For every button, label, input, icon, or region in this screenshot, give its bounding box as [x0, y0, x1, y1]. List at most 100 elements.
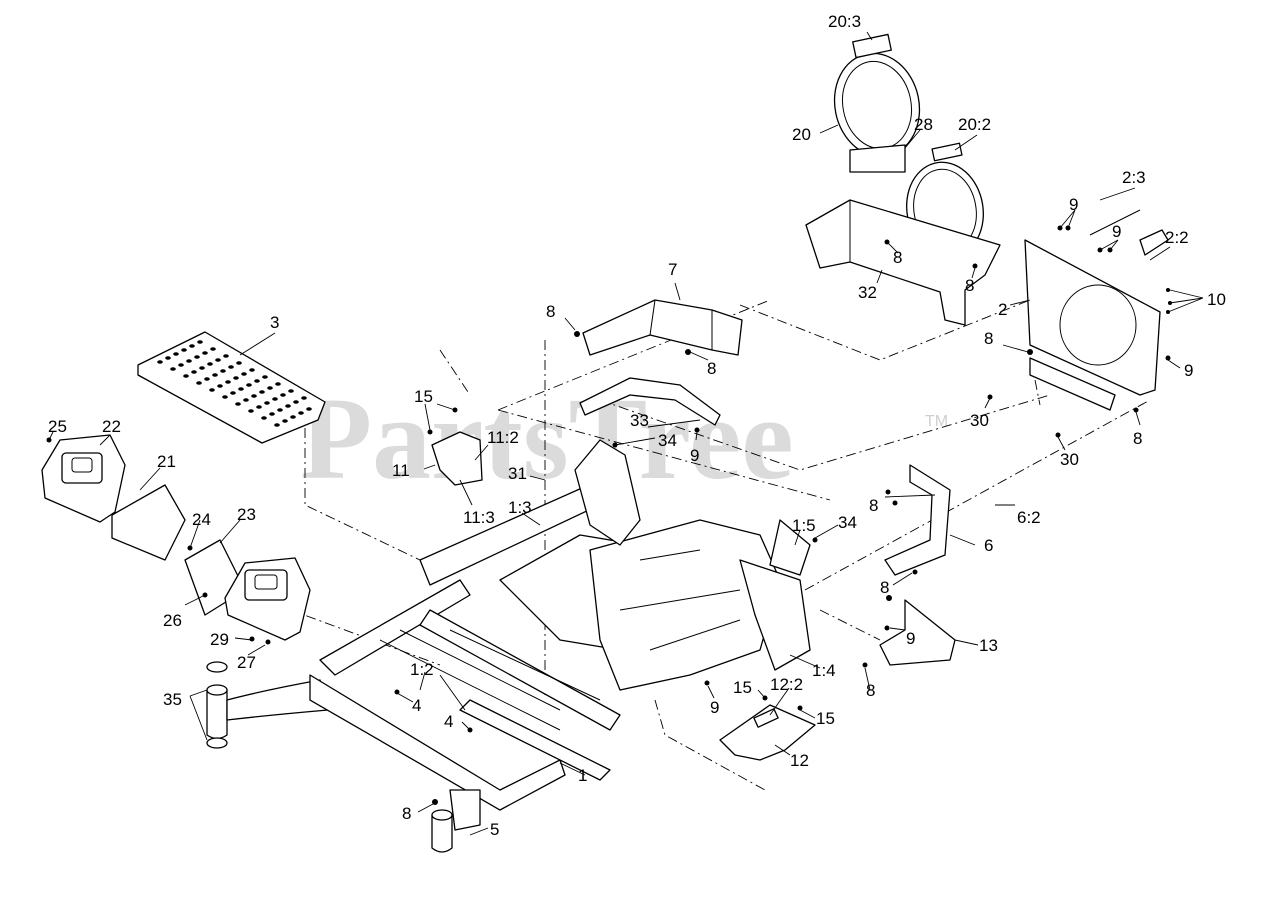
perforation-hole — [301, 396, 307, 400]
plate-part-21 — [111, 484, 186, 561]
callout-1-3: 1:3 — [508, 498, 532, 517]
callout-15-a: 15 — [414, 387, 433, 406]
perforation-hole — [249, 368, 255, 372]
callout-23: 23 — [237, 505, 256, 524]
perforation-hole — [228, 365, 234, 369]
bracket-part-11 — [431, 431, 483, 486]
callout-9-c: 9 — [1184, 361, 1193, 380]
callout-2: 2 — [998, 300, 1007, 319]
callout-28: 28 — [914, 115, 933, 134]
perforation-hole — [194, 355, 200, 359]
perforation-hole — [212, 373, 218, 377]
tube-part-35 — [206, 661, 228, 749]
callout-8-a: 8 — [893, 248, 902, 267]
perforation-hole — [277, 408, 283, 412]
callout-26: 26 — [163, 611, 182, 630]
perforation-hole — [165, 356, 171, 360]
callout-9-b: 9 — [1112, 222, 1121, 241]
callout-1-5: 1:5 — [792, 516, 816, 535]
perforation-hole — [196, 381, 202, 385]
perforation-hole — [238, 387, 244, 391]
perforation-hole — [275, 382, 281, 386]
perforation-hole — [267, 386, 273, 390]
callout-25: 25 — [48, 417, 67, 436]
perforation-hole — [202, 351, 208, 355]
callout-20-3: 20:3 — [828, 12, 861, 31]
perforation-hole — [248, 409, 254, 413]
callout-8-e: 8 — [984, 329, 993, 348]
callout-1-2: 1:2 — [410, 660, 434, 679]
callout-1-4: 1:4 — [812, 661, 836, 680]
callout-11-2: 11:2 — [487, 428, 519, 447]
callout-22: 22 — [102, 417, 121, 436]
watermark-text: PartsTree — [300, 373, 794, 504]
callout-31: 31 — [508, 464, 527, 483]
perforation-hole — [293, 400, 299, 404]
perforation-hole — [181, 348, 187, 352]
callout-12-2: 12:2 — [770, 675, 803, 694]
console-part-23b — [224, 557, 311, 641]
perforation-hole — [233, 376, 239, 380]
perforation-hole — [178, 363, 184, 367]
perforation-hole — [282, 419, 288, 423]
perforation-hole — [210, 347, 216, 351]
leader-lines — [48, 31, 1204, 836]
callout-3: 3 — [270, 313, 279, 332]
perforation-hole — [215, 358, 221, 362]
callout-6-2: 6:2 — [1017, 508, 1041, 527]
watermark: PartsTree TM — [300, 373, 948, 504]
callout-9-a: 9 — [1069, 195, 1078, 214]
callout-21: 21 — [157, 452, 176, 471]
callout-15-c: 15 — [816, 709, 835, 728]
callout-9-f: 9 — [710, 698, 719, 717]
callout-13: 13 — [979, 636, 998, 655]
perforation-hole — [186, 359, 192, 363]
callout-35: 35 — [163, 690, 182, 709]
perforation-hole — [262, 375, 268, 379]
callout-29: 29 — [210, 630, 229, 649]
callout-34-a: 34 — [658, 431, 677, 450]
perforation-hole — [157, 360, 163, 364]
callout-24: 24 — [192, 510, 211, 529]
callout-11-3: 11:3 — [463, 508, 495, 527]
callout-33: 33 — [630, 411, 649, 430]
perforation-hole — [243, 398, 249, 402]
callout-2-3: 2:3 — [1122, 168, 1146, 187]
perforation-hole — [256, 405, 262, 409]
perforation-hole — [259, 390, 265, 394]
watermark-trademark: TM — [925, 413, 948, 430]
perforation-hole — [220, 369, 226, 373]
perforation-hole — [272, 397, 278, 401]
perforation-hole — [306, 407, 312, 411]
callout-15-b: 15 — [733, 678, 752, 697]
perforation-hole — [197, 340, 203, 344]
callout-8-d: 8 — [707, 359, 716, 378]
callout-8-j: 8 — [402, 804, 411, 823]
perforation-hole — [189, 344, 195, 348]
perforation-hole — [251, 394, 257, 398]
channel-bracket-part-7 — [582, 299, 743, 356]
callout-4-a: 4 — [412, 696, 421, 715]
callout-20: 20 — [792, 125, 811, 144]
callout-4-b: 4 — [444, 712, 453, 731]
assembly-lines — [249, 170, 1151, 791]
perforation-hole — [204, 377, 210, 381]
console-part-22 — [41, 434, 126, 523]
perforation-hole — [235, 402, 241, 406]
callout-10: 10 — [1207, 290, 1226, 309]
perforation-hole — [280, 393, 286, 397]
perforation-hole — [207, 362, 213, 366]
bracket-part-6 — [884, 464, 951, 576]
callout-5: 5 — [490, 820, 499, 839]
perforation-hole — [170, 367, 176, 371]
callout-27: 27 — [237, 653, 256, 672]
cover-part-33 — [579, 377, 721, 426]
callout-7: 7 — [668, 260, 677, 279]
callout-labels: 20:3 20 28 20:2 2:3 9 9 2:2 8 8 32 2 10 … — [48, 12, 1226, 839]
callout-34-b: 34 — [838, 513, 857, 532]
perforation-hole — [222, 395, 228, 399]
perforation-hole — [264, 401, 270, 405]
callout-8-i: 8 — [866, 681, 875, 700]
perforation-hole — [183, 374, 189, 378]
